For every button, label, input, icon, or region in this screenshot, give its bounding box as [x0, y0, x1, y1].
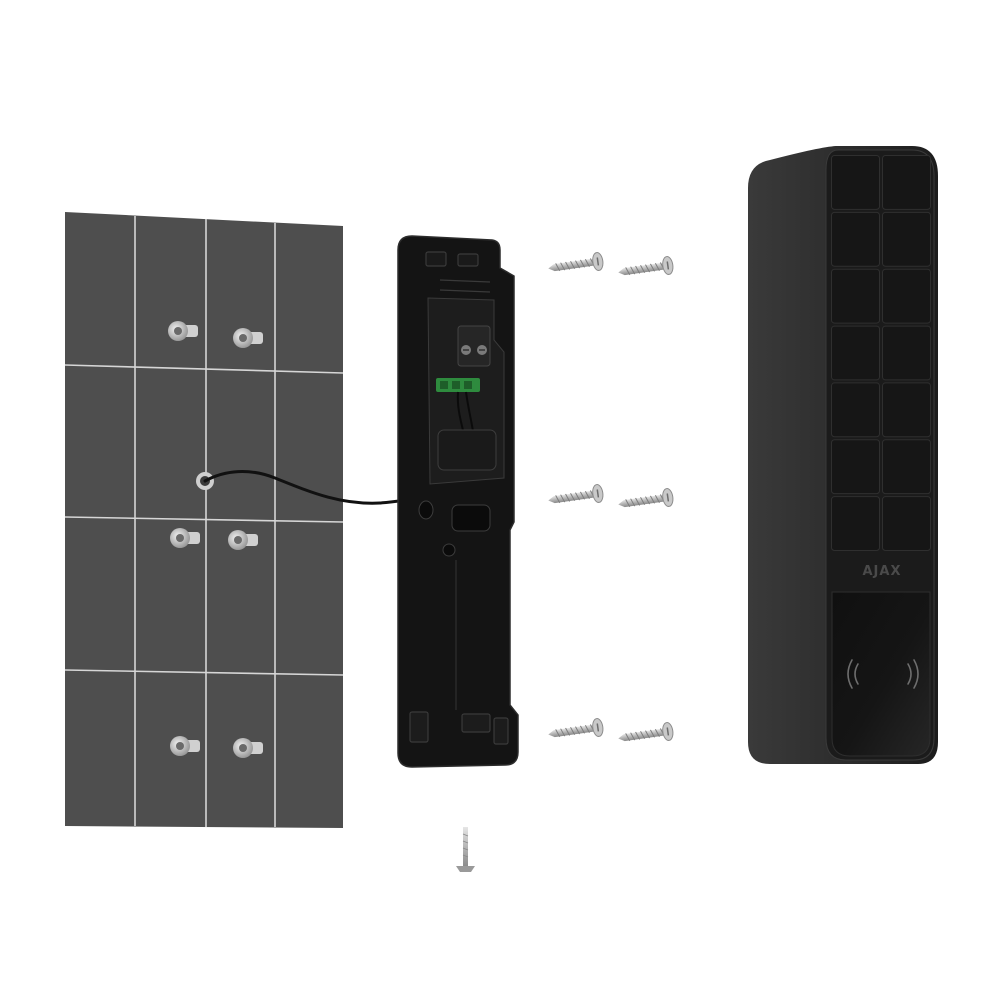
keypad-logo: AJAX	[863, 564, 902, 579]
contactless-left-icon	[847, 659, 859, 689]
keypad-key	[882, 496, 931, 551]
mounting-screw	[548, 484, 604, 504]
panel-mounting-holes	[418, 500, 491, 557]
keypad-keys	[831, 155, 931, 551]
wall	[64, 212, 344, 828]
keypad-key	[882, 268, 931, 324]
keypad-key	[831, 268, 880, 324]
wall-anchor	[228, 530, 258, 550]
wall-anchors	[168, 321, 263, 758]
keypad-key	[831, 382, 880, 438]
holding-screw	[456, 827, 475, 872]
keypad-key	[831, 496, 880, 551]
top-clips	[425, 251, 491, 293]
mounting-screw	[618, 256, 674, 276]
keypad-key	[831, 211, 880, 267]
wall-anchor	[170, 528, 200, 548]
wall-anchor	[233, 738, 263, 758]
keypad-key	[882, 211, 931, 267]
cable-inlet	[437, 429, 497, 471]
mounting-screw	[548, 718, 604, 738]
contactless-reader	[831, 591, 931, 757]
screws	[548, 252, 674, 742]
mounting-panel	[397, 235, 519, 768]
terminal-block	[457, 325, 491, 367]
keypad-key	[831, 155, 880, 210]
cable	[203, 470, 416, 505]
wall-anchor	[168, 321, 198, 341]
keypad-key	[882, 325, 931, 381]
keypad-key	[882, 155, 931, 210]
keypad-key	[882, 439, 931, 495]
keypad: AJAX	[748, 146, 938, 764]
wall-anchor	[170, 736, 200, 756]
keypad-key	[831, 439, 880, 495]
tile-grout	[64, 216, 344, 827]
mounting-screw	[548, 252, 604, 272]
bottom-clips	[409, 711, 509, 745]
wall-anchor	[233, 328, 263, 348]
keypad-key	[831, 325, 880, 381]
mounting-screw	[618, 488, 674, 508]
mounting-screw	[618, 722, 674, 742]
contactless-right-icon	[907, 659, 919, 689]
keypad-key	[882, 382, 931, 438]
